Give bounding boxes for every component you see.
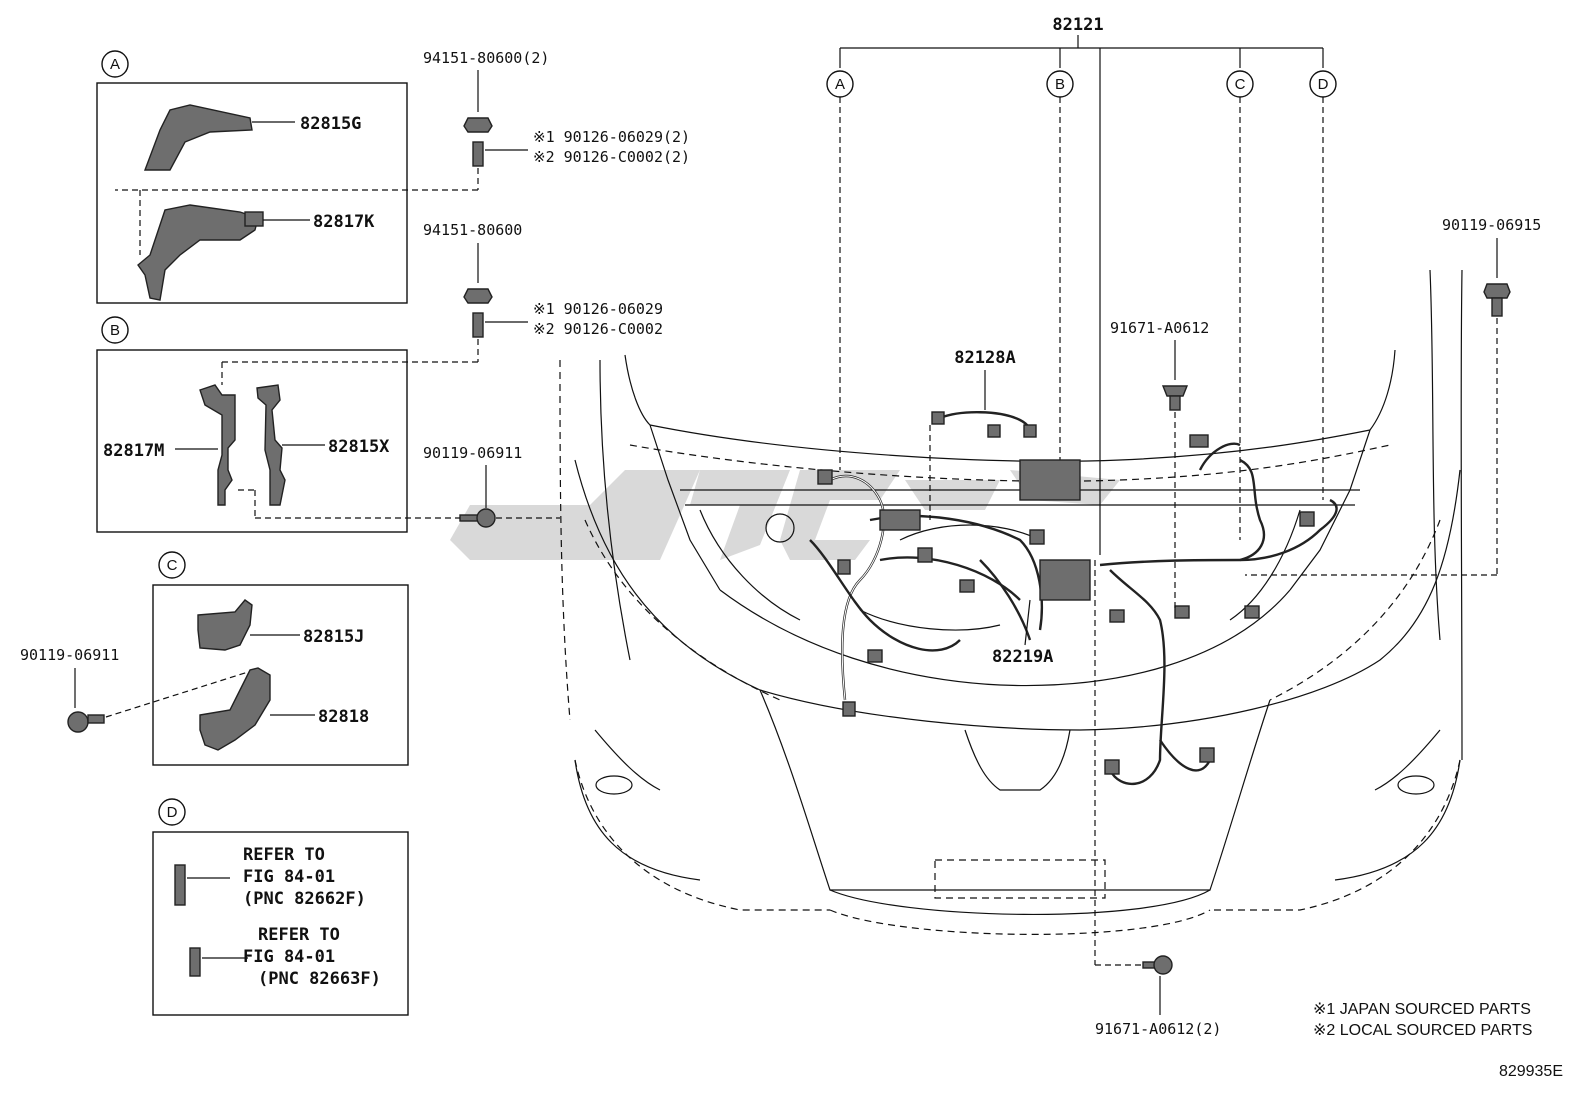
part-label-82817M: 82817M <box>103 441 164 461</box>
fastener-bolt-right: 90119-06915 <box>1245 216 1541 576</box>
fastener-bolt-c: 90119-06911 <box>20 646 249 733</box>
bolt-head-icon <box>67 711 89 733</box>
label-bolt-b: 90119-06911 <box>423 444 522 462</box>
part-label-82815J: 82815J <box>303 627 364 647</box>
svg-text:C: C <box>1235 76 1246 93</box>
stud-icon <box>472 141 484 167</box>
cover-82815J <box>197 599 253 651</box>
label-nut-mid: 94151-80600 <box>423 221 522 239</box>
label-clip-mid: 91671-A0612 <box>1110 319 1209 337</box>
clip-icon <box>1169 395 1181 411</box>
note-japan-sourced: ※1 JAPAN SOURCED PARTS <box>1313 1001 1531 1018</box>
svg-text:D: D <box>1318 76 1329 93</box>
part-label-82818: 82818 <box>318 707 369 727</box>
connector-82662F <box>174 864 186 906</box>
sub-harness-82219A: 82219A <box>992 599 1053 667</box>
part-label-82219A: 82219A <box>992 647 1053 667</box>
engine-harness-wiring <box>809 434 1338 785</box>
stud-icon <box>472 312 484 338</box>
callout-circle-b <box>101 316 129 344</box>
fastener-clip-mid: 91671-A0612 <box>1110 319 1209 610</box>
label-clip-bottom: 91671-A0612(2) <box>1095 1020 1221 1038</box>
connector-82663F <box>189 947 201 977</box>
label-bolt-right: 90119-06915 <box>1442 216 1541 234</box>
svg-text:B: B <box>1055 76 1065 93</box>
ref-1-line1: REFER TO <box>243 845 325 865</box>
nut-icon <box>463 117 493 133</box>
part-label-82121: 82121 <box>1052 15 1103 35</box>
bolt-head-icon <box>476 508 496 528</box>
ref-1-line3: (PNC 82662F) <box>243 889 366 909</box>
label-stud-top-2: ※2 90126-C0002(2) <box>533 148 690 166</box>
callout-circle-d <box>158 798 186 826</box>
bracket-82818 <box>199 667 271 751</box>
svg-text:A: A <box>110 56 120 73</box>
figure-id: 829935E <box>1499 1063 1563 1080</box>
cover-82815G <box>143 104 253 171</box>
callout-circle-c <box>158 551 186 579</box>
main-harness-callout: 82121 A B C D <box>826 15 1337 555</box>
detail-box-c: C 82815J 82818 <box>152 551 409 766</box>
note-local-sourced: ※2 LOCAL SOURCED PARTS <box>1313 1022 1532 1039</box>
label-stud-mid-1: ※1 90126-06029 <box>533 300 663 318</box>
nut-icon <box>463 288 493 304</box>
label-bolt-c: 90119-06911 <box>20 646 119 664</box>
detail-box-b: B 82817M 82815X <box>96 316 460 533</box>
vehicle-front-outline <box>559 269 1463 935</box>
label-stud-mid-2: ※2 90126-C0002 <box>533 320 663 338</box>
ref-2-line3: (PNC 82663F) <box>258 969 381 989</box>
bolt-icon <box>1491 297 1503 317</box>
legend-notes: ※1 JAPAN SOURCED PARTS ※2 LOCAL SOURCED … <box>1313 1001 1563 1080</box>
svg-text:C: C <box>167 557 178 574</box>
callout-circle-a <box>101 50 129 78</box>
part-label-82817K: 82817K <box>313 212 375 232</box>
svg-text:A: A <box>835 76 845 93</box>
part-label-82815G: 82815G <box>300 114 361 134</box>
bracket-82817K <box>137 204 259 301</box>
ref-2-line1: REFER TO <box>258 925 340 945</box>
label-stud-top-1: ※1 90126-06029(2) <box>533 128 690 146</box>
fastener-bolt-b: 90119-06911 <box>423 444 560 528</box>
detail-box-d: D REFER TO FIG 84-01 (PNC 82662F) REFER … <box>152 798 409 1016</box>
clip-head-icon <box>1153 955 1173 975</box>
detail-box-a: A 82815G 82817K <box>96 50 408 304</box>
bolt-icon <box>87 714 105 724</box>
ref-1-line2: FIG 84-01 <box>243 867 335 887</box>
bracket-82817M <box>199 384 236 506</box>
bolt-head-icon <box>1483 283 1511 299</box>
fastener-group-top: 94151-80600(2) ※1 90126-06029(2) ※2 9012… <box>115 49 690 363</box>
sub-harness-82128A: 82128A <box>929 348 1037 520</box>
cover-82815X <box>256 384 286 506</box>
svg-text:B: B <box>110 322 120 339</box>
ref-2-line2: FIG 84-01 <box>243 947 335 967</box>
clip-icon <box>1161 385 1189 397</box>
label-nut-top: 94151-80600(2) <box>423 49 549 67</box>
part-label-82128A: 82128A <box>954 348 1015 368</box>
svg-text:D: D <box>167 804 178 821</box>
part-label-82815X: 82815X <box>328 437 390 457</box>
fastener-clip-bottom: 91671-A0612(2) <box>1094 560 1221 1038</box>
